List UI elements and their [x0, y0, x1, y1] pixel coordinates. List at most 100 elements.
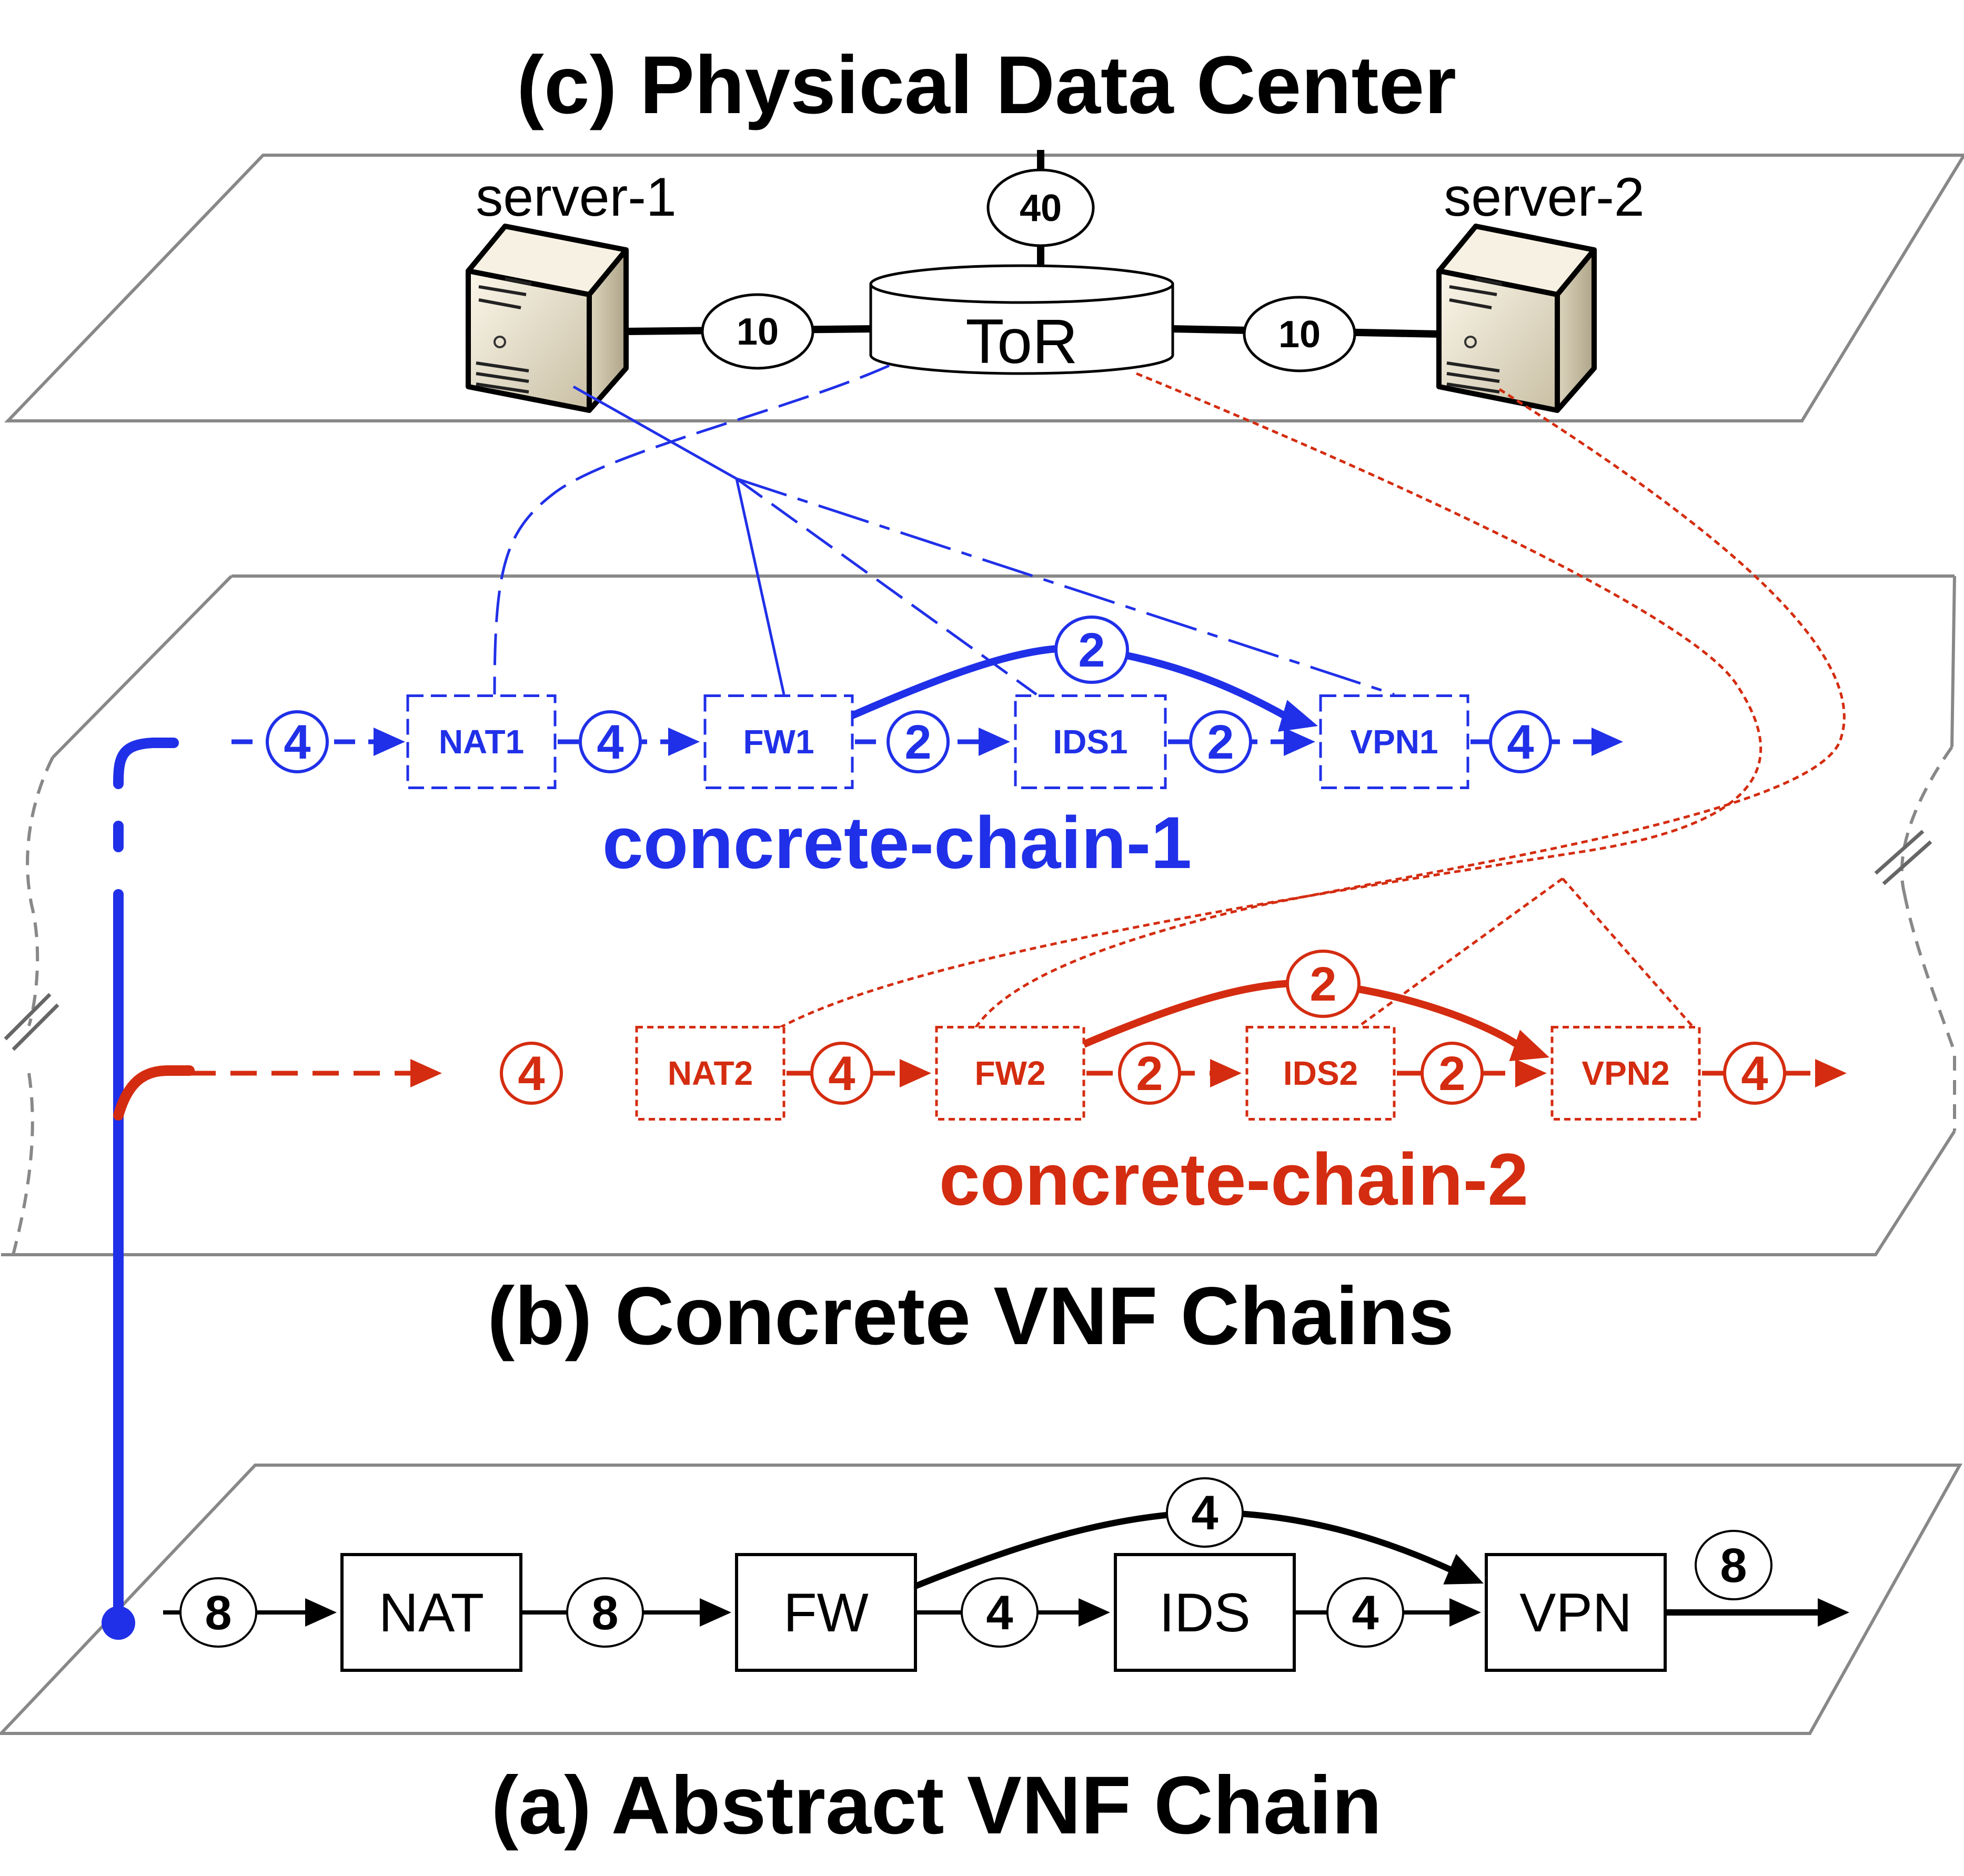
- abstract-node-nat-label: NAT: [379, 1582, 484, 1643]
- bypass-link-arrow: [1509, 1030, 1549, 1062]
- abstract-link-5-badge: [1695, 1530, 1772, 1600]
- link-2-label: 4: [597, 715, 623, 769]
- plane-abstract: [0, 1464, 1963, 1735]
- node-fw2-label: FW2: [974, 1054, 1045, 1092]
- link-tor-server2-label: 10: [1278, 314, 1321, 356]
- link-4-arrow: [1284, 728, 1315, 756]
- tor-label: ToR: [965, 306, 1077, 377]
- abstract-link-3-label: 4: [986, 1586, 1013, 1640]
- link-3-label: 2: [904, 715, 931, 769]
- mapping-lines-chain2: [772, 372, 1846, 1033]
- node-nat2: [635, 1026, 785, 1121]
- abstract-link-5-label: 8: [1720, 1539, 1747, 1592]
- plane-concrete: [1, 574, 1956, 1256]
- bypass-link-badge: [1054, 616, 1129, 684]
- abstract-link-2-arrow: [700, 1598, 731, 1627]
- node-nat1: [406, 694, 557, 789]
- abstract-node-vpn-label: VPN: [1519, 1582, 1632, 1643]
- link-server1-tor-badge: [701, 293, 814, 370]
- link-2-arrow: [900, 1059, 931, 1087]
- uplink-capacity-badge: [986, 168, 1095, 247]
- abstract-link-1-arrow: [305, 1598, 337, 1627]
- abstract-link-2-badge: [566, 1577, 644, 1648]
- bypass-link-arrow: [1278, 700, 1318, 732]
- link-2-badge: [579, 710, 642, 773]
- link-1-arrow: [410, 1059, 442, 1087]
- link-4-label: 2: [1438, 1047, 1465, 1101]
- concrete-chain-1: 4 4 2 2 4 NAT1 FW1 IDS1 VPN1 2: [231, 616, 1623, 789]
- node-ids1: [1014, 694, 1167, 789]
- title-physical-data-center: (c) Physical Data Center: [517, 39, 1456, 131]
- abstract-link-1-label: 8: [205, 1586, 231, 1640]
- node-vpn1: [1319, 694, 1469, 789]
- abstract-link-2-label: 8: [591, 1586, 618, 1640]
- abstract-bypass-link-label: 4: [1191, 1486, 1218, 1540]
- abstract-node-fw: [735, 1553, 917, 1672]
- link-2-label: 4: [828, 1047, 855, 1101]
- abstract-node-nat: [340, 1553, 522, 1672]
- link-1-label: 4: [284, 715, 310, 769]
- server2-label: server-2: [1444, 167, 1644, 228]
- node-vpn1-label: VPN1: [1350, 723, 1438, 761]
- plane-concrete-left-breakmark: [4, 993, 59, 1051]
- abstract-link-4-label: 4: [1352, 1586, 1378, 1640]
- link-2-badge: [810, 1042, 873, 1105]
- link-5-badge: [1489, 710, 1552, 773]
- link-3-badge: [1118, 1042, 1181, 1105]
- link-4-label: 2: [1207, 715, 1234, 769]
- abstract-link-4-arrow: [1449, 1598, 1481, 1627]
- server2-icon: [1436, 224, 1597, 413]
- node-ids1-label: IDS1: [1053, 723, 1127, 761]
- link-3-arrow: [979, 728, 1010, 756]
- link-3-label: 2: [1136, 1047, 1163, 1101]
- bypass-link-label: 2: [1310, 957, 1336, 1011]
- abstract-link-4-badge: [1326, 1577, 1404, 1648]
- link-2-arrow: [668, 728, 700, 756]
- node-vpn2-label: VPN2: [1582, 1054, 1669, 1092]
- node-vpn2: [1550, 1026, 1701, 1121]
- node-fw2: [935, 1026, 1085, 1121]
- link-5-badge: [1723, 1042, 1786, 1105]
- bypass-link-badge: [1286, 950, 1361, 1018]
- link-5-arrow: [1815, 1059, 1847, 1087]
- node-ids2-label: IDS2: [1283, 1054, 1358, 1092]
- abstract-link-5-arrow: [1818, 1598, 1849, 1627]
- uplink-capacity-label: 40: [1020, 187, 1062, 229]
- link-4-arrow: [1515, 1059, 1547, 1087]
- chain2-label: concrete-chain-2: [939, 1138, 1528, 1221]
- mapping-lines-chain1: [493, 364, 1395, 696]
- link-1-badge: [266, 710, 329, 773]
- link-3-arrow: [1210, 1059, 1242, 1087]
- plane-concrete-left-break: [12, 757, 54, 1255]
- abstract-node-ids-label: IDS: [1159, 1582, 1250, 1643]
- node-nat1-label: NAT1: [439, 723, 524, 761]
- node-fw1-label: FW1: [743, 723, 814, 761]
- abstract-link-1-badge: [179, 1577, 257, 1648]
- server1-label: server-1: [476, 167, 676, 228]
- link-server1-tor-label: 10: [737, 311, 779, 353]
- plane-concrete-right-breakmark: [1874, 830, 1932, 885]
- ingress-paths: [102, 738, 195, 1640]
- link-tor-server2-badge: [1243, 296, 1356, 372]
- abstract-node-ids: [1114, 1553, 1296, 1672]
- link-3-badge: [887, 710, 950, 773]
- abstract-link-3-arrow: [1079, 1598, 1110, 1627]
- server1-icon: [466, 224, 629, 413]
- abstract-node-fw-label: FW: [783, 1582, 869, 1643]
- abstract-bypass-link-arrow: [1443, 1554, 1484, 1585]
- title-abstract-vnf-chain: (a) Abstract VNF Chain: [491, 1760, 1382, 1851]
- link-4-badge: [1421, 1042, 1484, 1105]
- chain1-label: concrete-chain-1: [602, 801, 1192, 884]
- node-nat2-label: NAT2: [668, 1054, 753, 1092]
- link-5-label: 4: [1741, 1047, 1768, 1101]
- title-concrete-vnf-chains: (b) Concrete VNF Chains: [487, 1270, 1454, 1362]
- plane-physical: [4, 154, 1964, 422]
- bypass-link-label: 2: [1078, 623, 1105, 677]
- link-5-label: 4: [1507, 715, 1534, 769]
- link-4-badge: [1189, 710, 1252, 773]
- link-1-badge: [500, 1042, 563, 1105]
- node-fw1: [703, 694, 854, 789]
